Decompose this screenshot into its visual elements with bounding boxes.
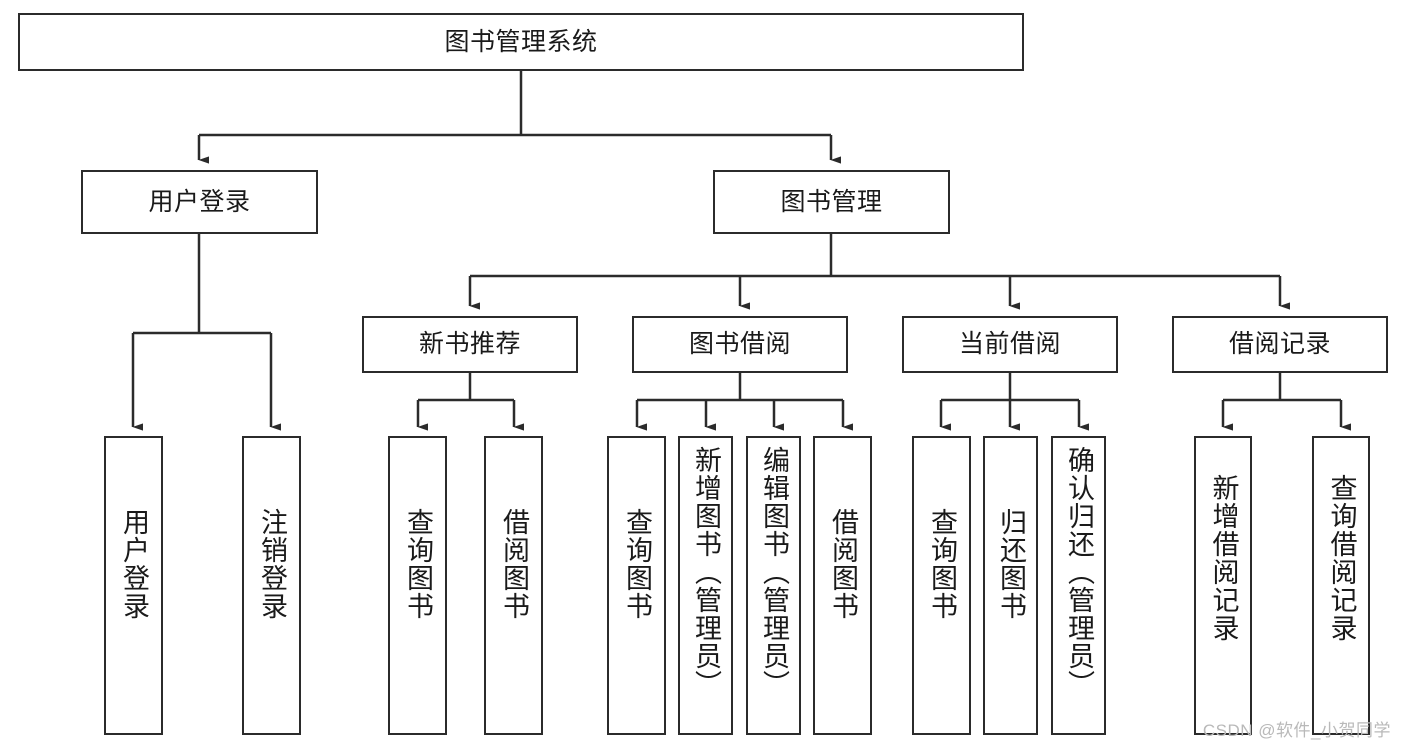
node-leaf-borrow-book-2[interactable]: 借阅图书 bbox=[813, 436, 872, 735]
node-leaf-query-record[interactable]: 查询借阅记录 bbox=[1312, 436, 1370, 735]
node-leaf-logout-login-label: 注销登录 bbox=[257, 508, 287, 620]
node-leaf-query-book-1[interactable]: 查询图书 bbox=[388, 436, 447, 735]
node-leaf-add-book-label: 新增图书（管理员） bbox=[691, 446, 721, 698]
node-current-borrow[interactable]: 当前借阅 bbox=[902, 316, 1118, 373]
node-leaf-query-book-1-label: 查询图书 bbox=[403, 508, 433, 620]
node-book-borrow[interactable]: 图书借阅 bbox=[632, 316, 848, 373]
node-leaf-logout-login[interactable]: 注销登录 bbox=[242, 436, 301, 735]
node-leaf-borrow-book-1-label: 借阅图书 bbox=[499, 508, 529, 620]
node-leaf-borrow-book-2-label: 借阅图书 bbox=[828, 508, 858, 620]
node-new-book-recommend[interactable]: 新书推荐 bbox=[362, 316, 578, 373]
node-user-login[interactable]: 用户登录 bbox=[81, 170, 318, 234]
node-root-label: 图书管理系统 bbox=[444, 27, 598, 56]
watermark-text: CSDN @软件_小贺同学 bbox=[1202, 721, 1391, 740]
node-leaf-return-book-label: 归还图书 bbox=[996, 508, 1026, 620]
node-leaf-user-login[interactable]: 用户登录 bbox=[104, 436, 163, 735]
node-leaf-user-login-label: 用户登录 bbox=[119, 508, 149, 620]
node-borrow-record[interactable]: 借阅记录 bbox=[1172, 316, 1388, 373]
node-leaf-edit-book[interactable]: 编辑图书（管理员） bbox=[746, 436, 801, 735]
node-leaf-confirm-return-label: 确认归还（管理员） bbox=[1064, 446, 1094, 698]
node-leaf-confirm-return[interactable]: 确认归还（管理员） bbox=[1051, 436, 1106, 735]
node-borrow-record-label: 借阅记录 bbox=[1228, 330, 1331, 359]
node-leaf-query-book-3[interactable]: 查询图书 bbox=[912, 436, 971, 735]
node-root[interactable]: 图书管理系统 bbox=[18, 13, 1024, 71]
node-current-borrow-label: 当前借阅 bbox=[958, 330, 1061, 359]
node-leaf-query-book-3-label: 查询图书 bbox=[927, 508, 957, 620]
node-leaf-add-book[interactable]: 新增图书（管理员） bbox=[678, 436, 733, 735]
node-leaf-add-record-label: 新增借阅记录 bbox=[1208, 474, 1239, 642]
node-new-book-recommend-label: 新书推荐 bbox=[418, 330, 521, 359]
node-leaf-query-book-2-label: 查询图书 bbox=[622, 508, 652, 620]
node-leaf-return-book[interactable]: 归还图书 bbox=[983, 436, 1038, 735]
node-user-login-label: 用户登录 bbox=[148, 187, 251, 216]
node-book-manage[interactable]: 图书管理 bbox=[713, 170, 950, 234]
node-leaf-query-book-2[interactable]: 查询图书 bbox=[607, 436, 666, 735]
node-book-borrow-label: 图书借阅 bbox=[688, 330, 791, 359]
node-leaf-edit-book-label: 编辑图书（管理员） bbox=[759, 446, 789, 698]
node-book-manage-label: 图书管理 bbox=[780, 187, 883, 216]
node-leaf-borrow-book-1[interactable]: 借阅图书 bbox=[484, 436, 543, 735]
node-leaf-query-record-label: 查询借阅记录 bbox=[1326, 474, 1357, 642]
node-leaf-add-record[interactable]: 新增借阅记录 bbox=[1194, 436, 1252, 735]
